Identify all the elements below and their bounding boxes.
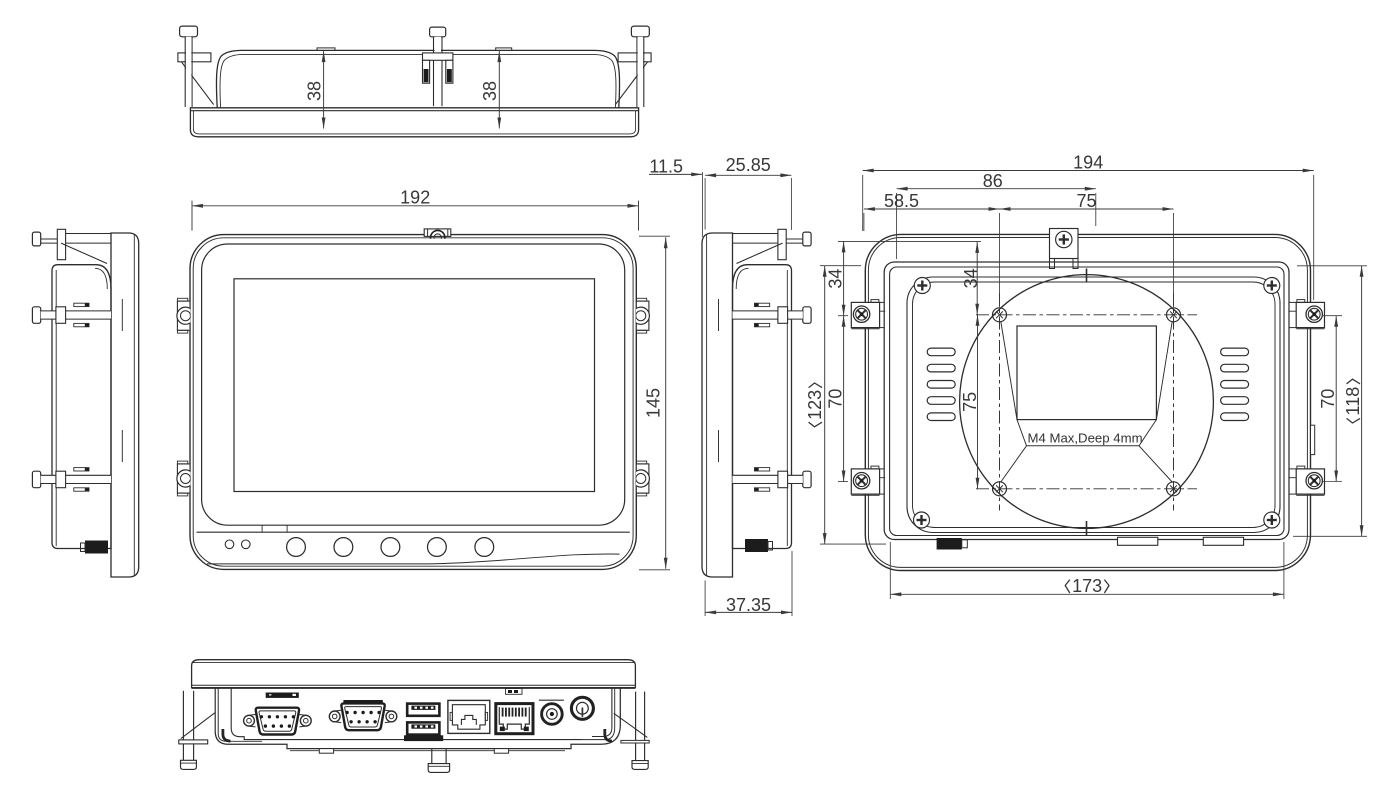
svg-text:38: 38 [304, 81, 324, 101]
svg-text:192: 192 [400, 188, 430, 208]
svg-text:123: 123 [805, 390, 825, 420]
svg-text:86: 86 [983, 171, 1003, 191]
svg-text:11.5: 11.5 [649, 156, 683, 176]
svg-text:145: 145 [644, 388, 664, 418]
svg-text:34: 34 [825, 269, 845, 289]
svg-text:75: 75 [1076, 191, 1096, 211]
svg-text:34: 34 [961, 268, 981, 288]
svg-text:194: 194 [1073, 152, 1103, 172]
svg-text:58.5: 58.5 [884, 191, 919, 211]
svg-text:37.35: 37.35 [726, 595, 771, 615]
svg-text:118: 118 [1343, 387, 1363, 416]
svg-text:25.85: 25.85 [726, 155, 771, 175]
svg-text:70: 70 [825, 389, 845, 409]
svg-text:173: 173 [1072, 576, 1102, 596]
svg-text:38: 38 [480, 81, 500, 101]
svg-text:75: 75 [960, 392, 980, 412]
svg-text:M4 Max,Deep 4mm: M4 Max,Deep 4mm [1028, 431, 1143, 446]
svg-text:70: 70 [1318, 389, 1338, 409]
